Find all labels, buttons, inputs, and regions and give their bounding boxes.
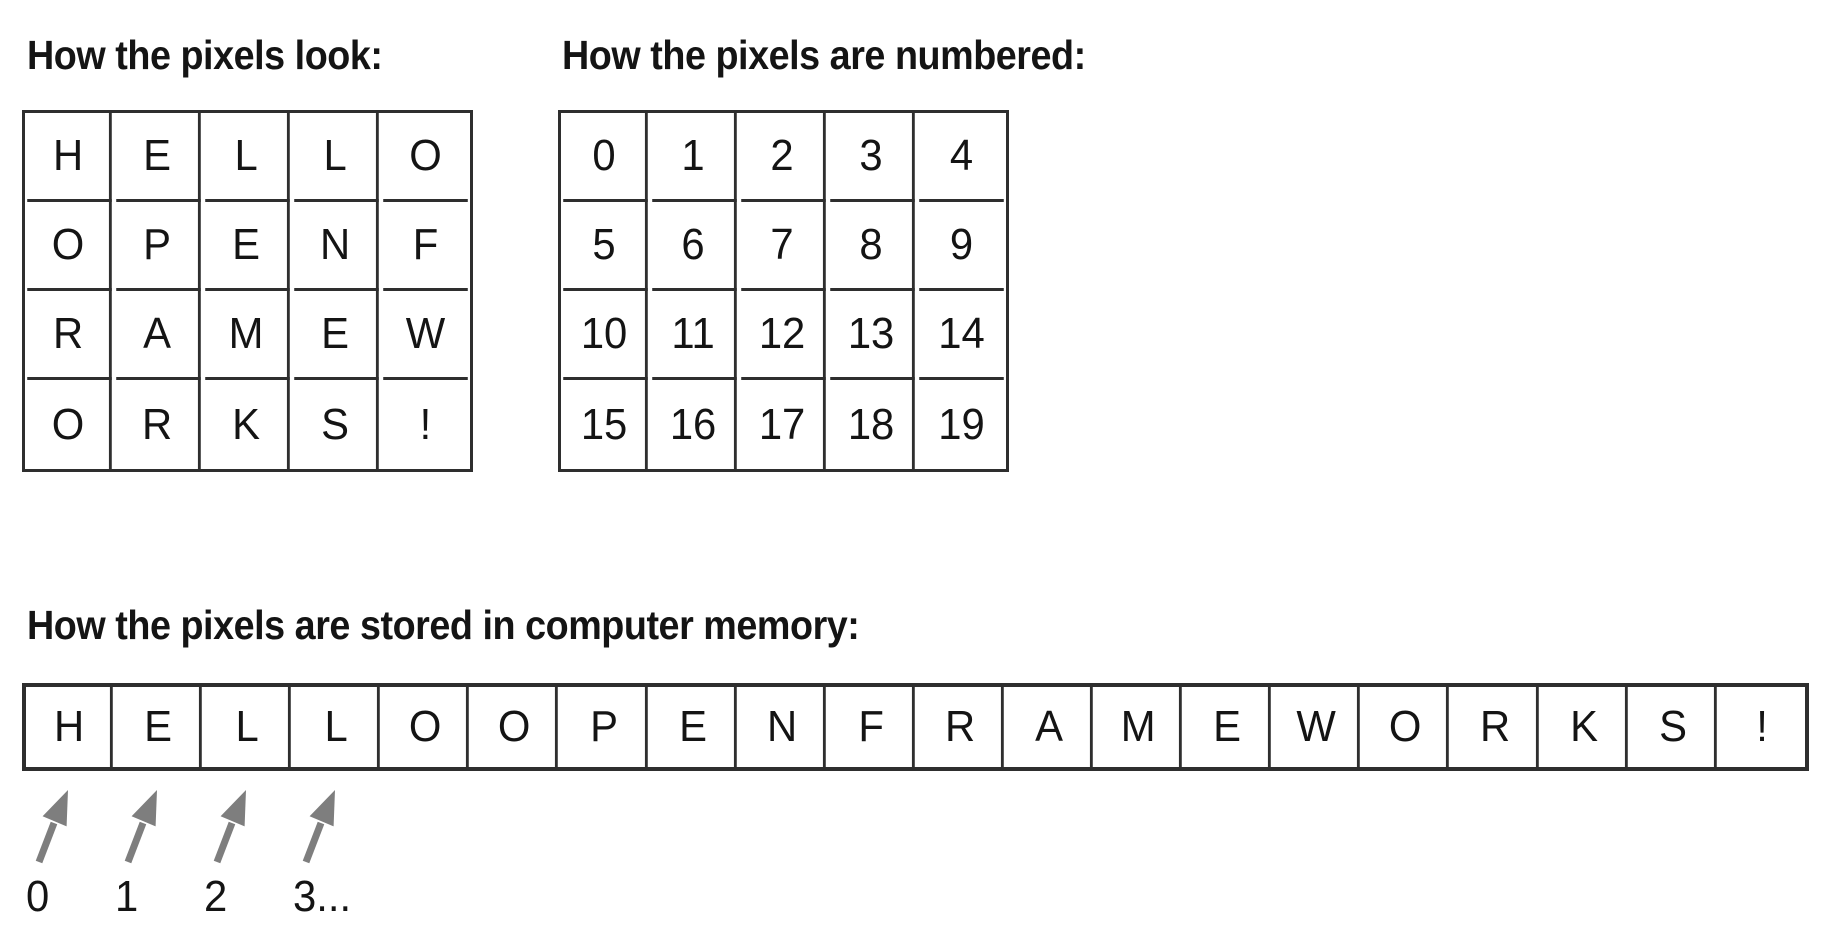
look-cell: F bbox=[383, 202, 468, 291]
memory-cell: M bbox=[1097, 687, 1182, 767]
numbered-cell: 17 bbox=[741, 380, 826, 469]
numbered-cell: 3 bbox=[830, 113, 915, 202]
numbered-cell: 13 bbox=[830, 291, 915, 380]
numbered-cell: 15 bbox=[563, 380, 648, 469]
memory-cell: A bbox=[1008, 687, 1093, 767]
memory-cell: E bbox=[652, 687, 737, 767]
memory-cell: N bbox=[741, 687, 826, 767]
memory-cell: K bbox=[1543, 687, 1628, 767]
look-cell: O bbox=[27, 202, 112, 291]
up-right-arrow-icon bbox=[35, 790, 68, 864]
numbered-cell: 12 bbox=[741, 291, 826, 380]
numbered-cell: 6 bbox=[652, 202, 737, 291]
memory-index-label: 2 bbox=[204, 872, 228, 921]
numbered-cell: 5 bbox=[563, 202, 648, 291]
look-cell: E bbox=[205, 202, 290, 291]
up-right-arrow-icon bbox=[302, 790, 335, 864]
look-cell: K bbox=[205, 380, 290, 469]
memory-cell: F bbox=[830, 687, 915, 767]
look-cell: M bbox=[205, 291, 290, 380]
look-cell: O bbox=[383, 113, 468, 202]
index-arrow bbox=[123, 784, 163, 864]
memory-cell: O bbox=[474, 687, 559, 767]
numbered-cell: 16 bbox=[652, 380, 737, 469]
look-cell: A bbox=[116, 291, 201, 380]
memory-cell: E bbox=[1186, 687, 1272, 767]
memory-cell: O bbox=[385, 687, 470, 767]
numbered-cell: 0 bbox=[563, 113, 648, 202]
look-cell: N bbox=[294, 202, 379, 291]
memory-cell: H bbox=[28, 687, 113, 767]
look-cell: O bbox=[27, 380, 112, 469]
look-cell: H bbox=[27, 113, 112, 202]
numbered-cell: 9 bbox=[919, 202, 1004, 291]
index-arrow bbox=[34, 784, 74, 864]
index-arrow bbox=[301, 784, 341, 864]
look-cell: ! bbox=[419, 399, 432, 449]
pixels-numbered-grid: 0 1 2 3 4 5 6 7 8 9 10 11 12 13 14 15 16… bbox=[558, 110, 1009, 472]
memory-index-label: 3... bbox=[293, 872, 352, 921]
index-arrow bbox=[212, 784, 252, 864]
look-cell: R bbox=[27, 291, 112, 380]
numbered-cell: 19 bbox=[938, 399, 985, 449]
memory-cell: W bbox=[1276, 687, 1361, 767]
look-cell: L bbox=[205, 113, 290, 202]
look-cell: E bbox=[116, 113, 201, 202]
memory-cell: L bbox=[206, 687, 292, 767]
look-cell: E bbox=[294, 291, 379, 380]
numbered-cell: 14 bbox=[919, 291, 1004, 380]
memory-row: H E L L O O P E N F R A M E W O R K S ! bbox=[22, 683, 1809, 771]
up-right-arrow-icon bbox=[124, 790, 157, 864]
memory-cell: R bbox=[919, 687, 1004, 767]
memory-cell: R bbox=[1454, 687, 1539, 767]
memory-cell: ! bbox=[1756, 702, 1768, 751]
numbered-cell: 1 bbox=[652, 113, 737, 202]
look-title: How the pixels look: bbox=[27, 32, 383, 78]
numbered-cell: 8 bbox=[830, 202, 915, 291]
numbered-cell: 7 bbox=[741, 202, 826, 291]
numbered-cell: 10 bbox=[563, 291, 648, 380]
pixels-look-grid: H E L L O O P E N F R A M E W O R K S ! bbox=[22, 110, 473, 472]
numbered-cell: 4 bbox=[919, 113, 1004, 202]
look-cell: R bbox=[116, 380, 201, 469]
memory-cell: E bbox=[117, 687, 202, 767]
up-right-arrow-icon bbox=[213, 790, 246, 864]
numbered-cell: 2 bbox=[741, 113, 826, 202]
memory-title: How the pixels are stored in computer me… bbox=[27, 602, 860, 648]
numbered-cell: 18 bbox=[830, 380, 915, 469]
look-cell: S bbox=[294, 380, 379, 469]
memory-cell: L bbox=[296, 687, 381, 767]
memory-cell: S bbox=[1632, 687, 1717, 767]
memory-cell: P bbox=[563, 687, 648, 767]
memory-index-label: 1 bbox=[115, 872, 139, 921]
look-cell: L bbox=[294, 113, 379, 202]
look-cell: W bbox=[383, 291, 468, 380]
look-cell: P bbox=[116, 202, 201, 291]
numbered-cell: 11 bbox=[652, 291, 737, 380]
memory-cell: O bbox=[1365, 687, 1450, 767]
numbered-title: How the pixels are numbered: bbox=[562, 32, 1086, 78]
memory-index-label: 0 bbox=[26, 872, 50, 921]
